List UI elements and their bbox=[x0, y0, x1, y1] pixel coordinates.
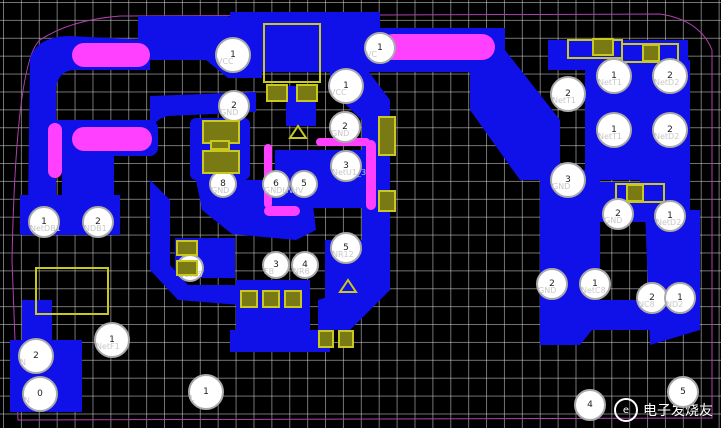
smd-pad-2[interactable] bbox=[378, 116, 396, 156]
pad-label: NetU1_3 bbox=[332, 168, 367, 177]
pad-nett1-20[interactable]: 1 bbox=[596, 58, 632, 94]
pad-label: GND bbox=[211, 186, 230, 195]
smd-pad-8[interactable] bbox=[296, 84, 318, 102]
pad-netc8-28[interactable]: 1 bbox=[579, 268, 611, 300]
pad-n-16[interactable]: 2 bbox=[18, 338, 54, 374]
pad-label: NR12 bbox=[332, 250, 354, 259]
silk-ic bbox=[263, 23, 321, 83]
smd-pad-6[interactable] bbox=[626, 184, 644, 202]
pad-label: GND bbox=[552, 182, 571, 191]
silk-diode-symbol bbox=[288, 124, 308, 139]
pad-label: GND bbox=[331, 129, 350, 138]
copper-left-top bbox=[28, 36, 150, 205]
smd-pad-7[interactable] bbox=[266, 84, 288, 102]
pad-label: NetT1 bbox=[552, 96, 577, 105]
smd-pad-3[interactable] bbox=[378, 190, 396, 212]
watermark-text: 电子发烧友 bbox=[643, 403, 713, 419]
copper-diagonal-right bbox=[470, 40, 560, 180]
pad-label: GND bbox=[220, 108, 239, 117]
pad-hv-7[interactable]: 5 bbox=[290, 170, 318, 198]
logo-icon: e bbox=[614, 398, 638, 422]
pad-label: FB bbox=[264, 267, 275, 276]
pad-vc-2[interactable]: 1 bbox=[364, 32, 396, 64]
pad-label: NetDB1 bbox=[30, 224, 61, 233]
highlight-net-5 bbox=[48, 123, 62, 178]
pad-netd2-22[interactable]: 2 bbox=[652, 58, 688, 94]
highlight-net-3 bbox=[380, 34, 495, 60]
watermark: e 电子发烧友 bbox=[614, 398, 713, 422]
pad-nr12-11[interactable]: 5 bbox=[330, 232, 362, 264]
copper-lower-trace bbox=[230, 330, 330, 352]
smd-pad-10[interactable] bbox=[176, 260, 198, 276]
pad-n-17[interactable]: 0 bbox=[22, 376, 58, 412]
pad-label: GND bbox=[538, 286, 557, 295]
pad-label: NetD2 bbox=[654, 132, 680, 141]
pad-label: ND2 bbox=[666, 300, 684, 309]
pad-vcc-1[interactable]: 1 bbox=[328, 68, 364, 104]
pad-label: HV bbox=[292, 186, 304, 195]
pad-l-18[interactable]: 1 bbox=[188, 374, 224, 410]
pad-vcc-0[interactable]: 1 bbox=[215, 37, 251, 73]
highlight-net-2 bbox=[72, 127, 152, 151]
pad-label: GNDHV bbox=[264, 186, 294, 195]
smd-pad-14[interactable] bbox=[318, 330, 334, 348]
highlight-net-6 bbox=[366, 140, 376, 210]
pad-label: VCC bbox=[330, 88, 347, 97]
pad-ndb1-10[interactable]: 2 bbox=[82, 206, 114, 238]
smd-pad-15[interactable] bbox=[338, 330, 354, 348]
pad-fb-13[interactable]: 3 bbox=[262, 251, 290, 279]
pad-label: VC bbox=[366, 50, 378, 59]
pad-label: NetF1 bbox=[96, 342, 120, 351]
pad-nett1-21[interactable]: 1 bbox=[596, 112, 632, 148]
pad-unlabeled-32[interactable]: 4 bbox=[574, 389, 606, 421]
pad-unlabeled-31[interactable]: 5 bbox=[667, 376, 699, 408]
smd-pad-16[interactable] bbox=[210, 140, 230, 150]
pad-label: NetD2 bbox=[656, 218, 682, 227]
silk-diode-symbol-2 bbox=[338, 278, 358, 293]
pad-label: NC8 bbox=[638, 300, 655, 309]
smd-pad-1[interactable] bbox=[202, 150, 240, 174]
pad-gndhv-6[interactable]: 6 bbox=[262, 170, 290, 198]
pad-label: VCC bbox=[217, 57, 234, 66]
pad-netdb1-9[interactable]: 1 bbox=[28, 206, 60, 238]
pad-label: NDB1 bbox=[84, 224, 107, 233]
pad-gnd-27[interactable]: 2 bbox=[536, 268, 568, 300]
smd-pad-4[interactable] bbox=[592, 38, 614, 56]
highlight-net-4 bbox=[264, 206, 300, 216]
copper-center-ring bbox=[150, 92, 256, 305]
pad-gnd-3[interactable]: 2 bbox=[218, 90, 250, 122]
pad-gnd-4[interactable]: 2 bbox=[329, 111, 361, 143]
copper-right-bottom-pads bbox=[560, 300, 650, 330]
highlight-net-1 bbox=[72, 43, 150, 67]
pad-nd2-30[interactable]: 1 bbox=[664, 282, 696, 314]
smd-pad-9[interactable] bbox=[176, 240, 198, 256]
smd-pad-12[interactable] bbox=[262, 290, 280, 308]
pad-nc8-29[interactable]: 2 bbox=[636, 282, 668, 314]
pad-netf1-15[interactable]: 1 bbox=[94, 322, 130, 358]
pad-label: NR6 bbox=[293, 267, 310, 276]
copper-right-ring bbox=[318, 60, 390, 330]
pad-nr6-14[interactable]: 4 bbox=[291, 251, 319, 279]
smd-pad-13[interactable] bbox=[284, 290, 302, 308]
smd-pad-11[interactable] bbox=[240, 290, 258, 308]
pad-label: GND bbox=[604, 216, 623, 225]
board-outline bbox=[11, 13, 713, 421]
pad-label: NetC8 bbox=[581, 286, 606, 295]
pad-label: NetD2 bbox=[654, 78, 680, 87]
pad-label: N bbox=[24, 396, 30, 405]
pad-gnd-24[interactable]: 3 bbox=[550, 162, 586, 198]
pad-nett1-19[interactable]: 2 bbox=[550, 76, 586, 112]
smd-pad-5[interactable] bbox=[642, 44, 660, 62]
silk-bridge bbox=[35, 267, 109, 315]
pad-gnd-25[interactable]: 2 bbox=[602, 198, 634, 230]
pad-netd2-26[interactable]: 1 bbox=[654, 200, 686, 232]
pad-netu1_3-8[interactable]: 3 bbox=[330, 150, 362, 182]
pad-netd2-23[interactable]: 2 bbox=[652, 112, 688, 148]
pad-label: L bbox=[190, 394, 195, 403]
pad-label: NetT1 bbox=[598, 78, 623, 87]
pad-label: NetT1 bbox=[598, 132, 623, 141]
pad-label: N bbox=[20, 358, 26, 367]
